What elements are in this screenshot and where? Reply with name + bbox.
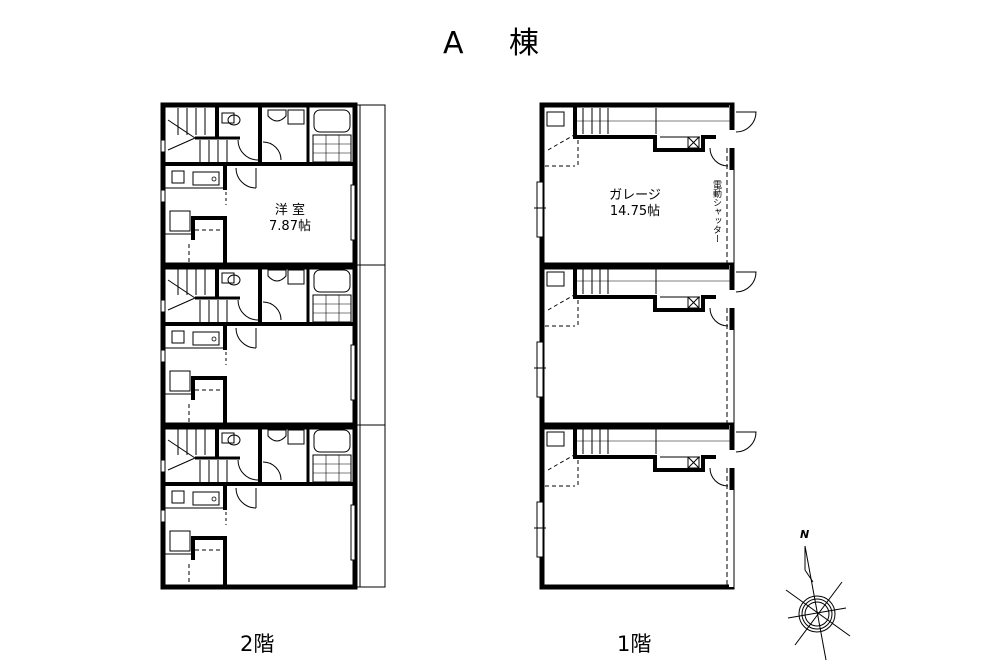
building-title: A 棟	[442, 26, 558, 61]
room-label-garage: ガレージ 14.75帖	[590, 188, 680, 220]
room-size: 7.87帖	[269, 219, 311, 234]
electric-shutter-label: 電動シャッター	[711, 180, 721, 243]
floor-label-2f: 2階	[240, 632, 275, 656]
compass-north-label: N	[800, 528, 810, 541]
room-name: ガレージ	[609, 188, 661, 203]
room-name: 洋 室	[274, 203, 306, 218]
room-size: 14.75帖	[609, 204, 661, 219]
room-label-western: 洋 室 7.87帖	[250, 203, 330, 235]
floor-label-1f: 1階	[617, 632, 652, 656]
